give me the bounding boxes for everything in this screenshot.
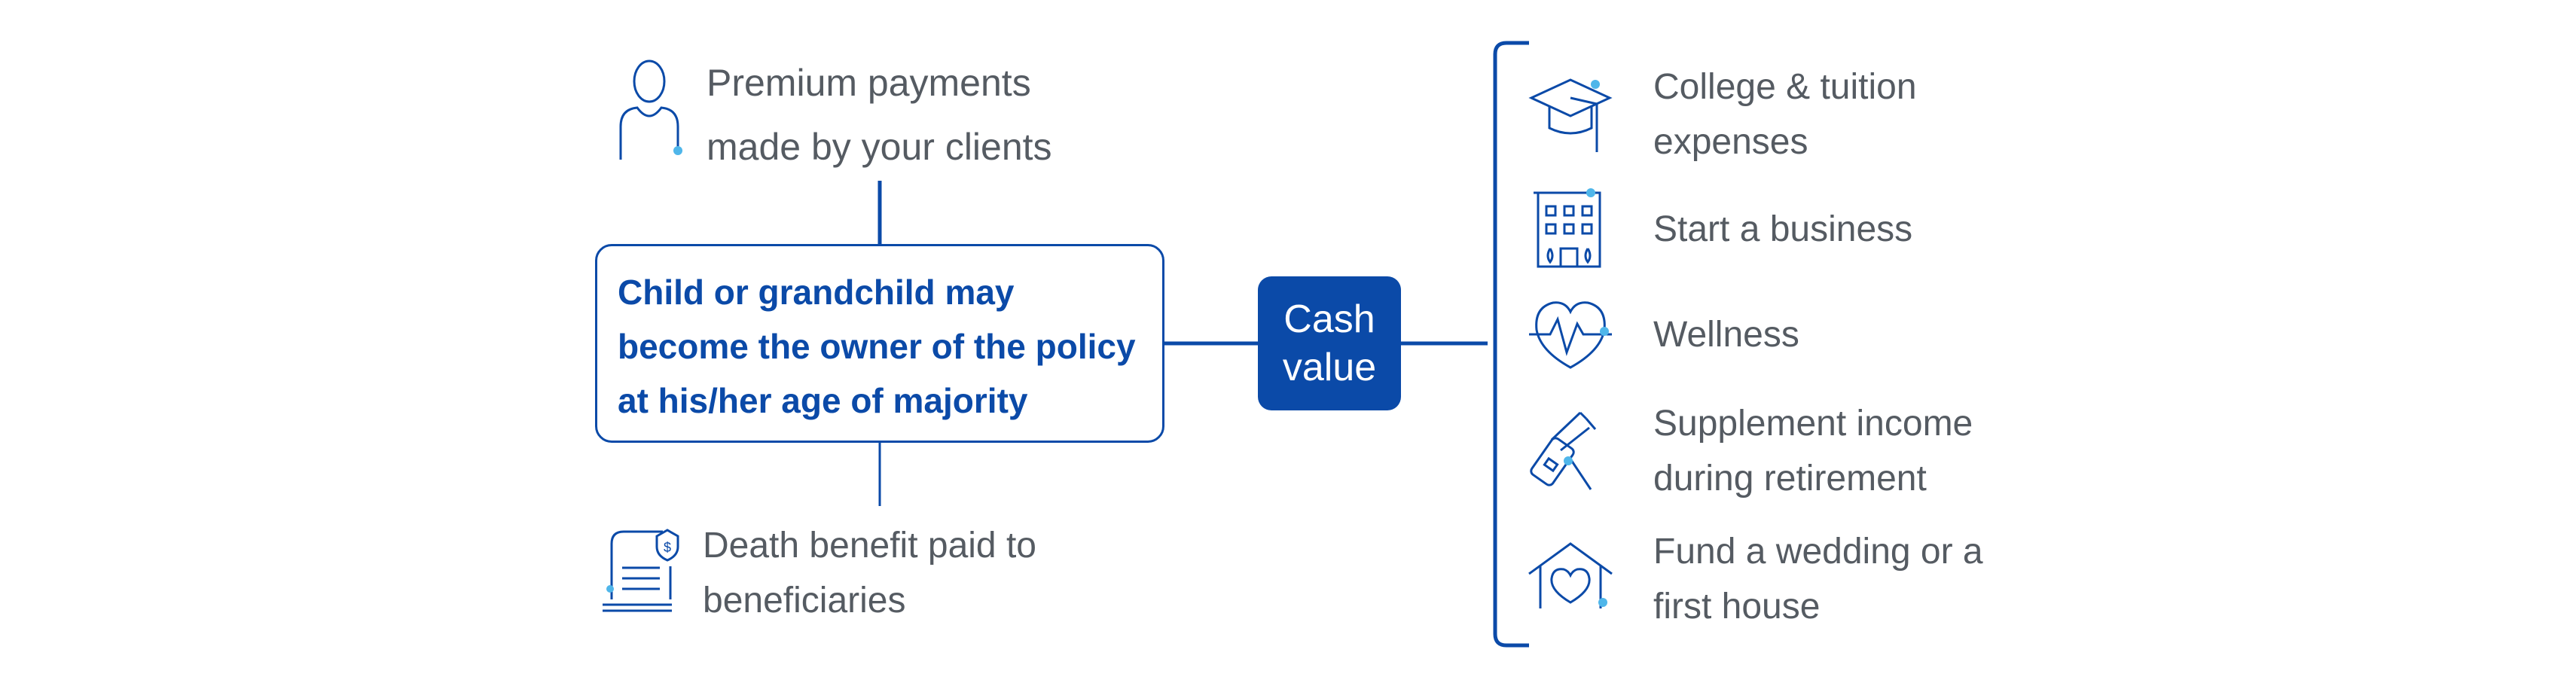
uses-bracket xyxy=(1493,41,1529,648)
use-label-line-1: College & tuition xyxy=(1653,67,1917,107)
policy-ownership-text: Child or grandchild may become the owner… xyxy=(618,265,1160,428)
use-wellness: Wellness xyxy=(1653,307,2120,362)
heartbeat-icon xyxy=(1529,301,1612,369)
policy-ownership-box xyxy=(595,244,1164,443)
person-icon xyxy=(619,59,682,160)
document-shield-icon: $ xyxy=(603,529,679,612)
use-label-line-2: expenses xyxy=(1653,122,1808,162)
cash-value-text: Cash value xyxy=(1258,295,1401,392)
use-college-tuition: College & tuition expenses xyxy=(1653,59,2120,169)
death-line-2: beneficiaries xyxy=(703,581,906,620)
svg-text:$: $ xyxy=(664,540,671,555)
graduation-cap-icon xyxy=(1528,78,1613,152)
house-heart-icon xyxy=(1528,542,1613,608)
office-building-icon xyxy=(1534,188,1601,268)
premium-line-1: Premium payments xyxy=(707,62,1031,104)
use-label-line-2: first house xyxy=(1653,587,1821,627)
use-label-line-1: Wellness xyxy=(1653,315,1799,355)
use-label-line-1: Start a business xyxy=(1653,209,1913,249)
golf-bag-icon xyxy=(1530,411,1597,490)
use-label-line-1: Fund a wedding or a xyxy=(1653,532,1983,572)
policy-line-2: become the owner of the policy xyxy=(618,327,1136,366)
death-benefit-label: Death benefit paid to beneficiaries xyxy=(703,518,1036,628)
use-start-business: Start a business xyxy=(1653,202,2120,257)
death-line-1: Death benefit paid to xyxy=(703,526,1036,566)
use-label-line-2: during retirement xyxy=(1653,459,1927,499)
premium-line-2: made by your clients xyxy=(707,126,1052,168)
use-wedding-house: Fund a wedding or a first house xyxy=(1653,524,2120,634)
cash-value-box xyxy=(1258,276,1401,410)
policy-line-3: at his/her age of majority xyxy=(618,381,1028,420)
cash-line-1: Cash xyxy=(1283,297,1375,341)
premium-payments-label: Premium payments made by your clients xyxy=(707,51,1052,179)
use-label-line-1: Supplement income xyxy=(1653,404,1973,444)
cash-line-2: value xyxy=(1282,346,1377,389)
use-supplement-income: Supplement income during retirement xyxy=(1653,396,2120,506)
policy-line-1: Child or grandchild may xyxy=(618,273,1015,312)
